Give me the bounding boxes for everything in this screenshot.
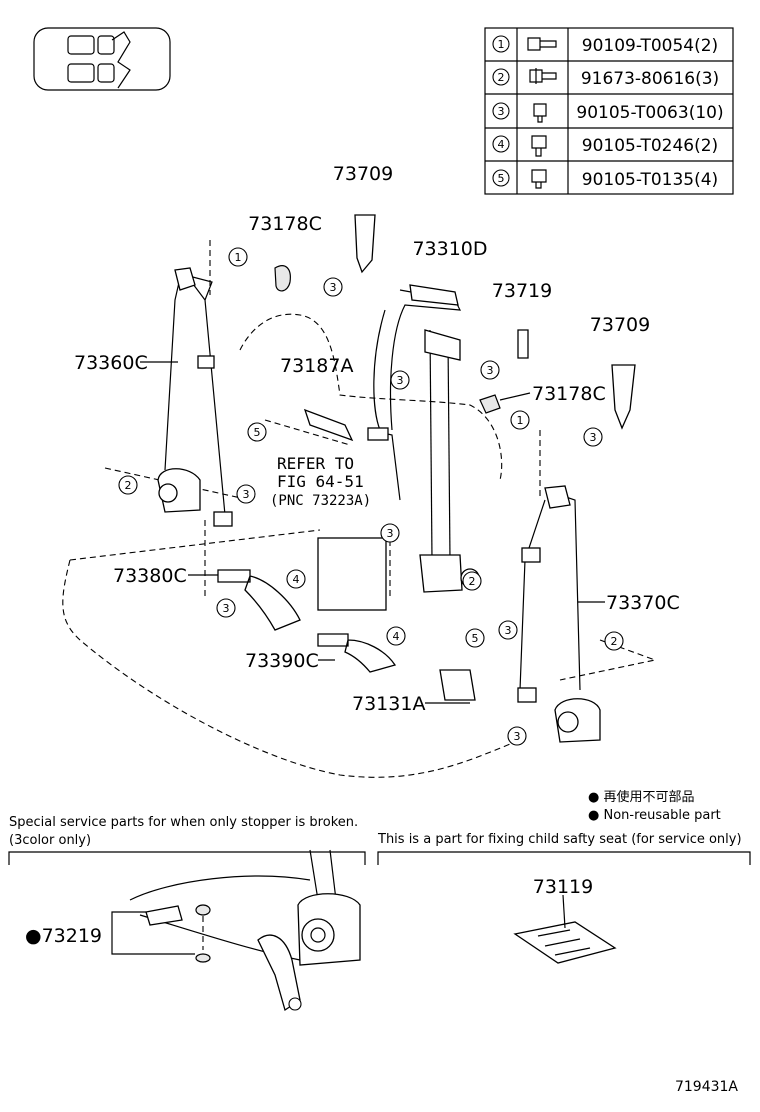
figure-id: 719431A bbox=[675, 1079, 738, 1095]
part-label-73178c: 73178C bbox=[248, 213, 322, 235]
svg-text:3: 3 bbox=[487, 364, 494, 377]
svg-text:3: 3 bbox=[514, 730, 521, 743]
legend-en: ● Non-reusable part bbox=[588, 808, 721, 823]
stopper-detail bbox=[111, 849, 361, 1012]
fastener-row: 3 90105-T0063(10) bbox=[492, 102, 724, 123]
seat-back-outline bbox=[239, 313, 503, 481]
fastener-index: 3 bbox=[498, 105, 505, 118]
svg-text:3: 3 bbox=[223, 602, 230, 615]
left-seat-belt-assembly bbox=[157, 267, 233, 527]
legend-jp: ● 再使用不可部品 bbox=[588, 789, 694, 805]
bolt-icon bbox=[529, 68, 557, 84]
svg-text:2: 2 bbox=[125, 479, 132, 492]
fastener-row: 1 90109-T0054(2) bbox=[492, 35, 718, 56]
part-label-73131a: 73131A bbox=[352, 693, 425, 715]
bolt-icon bbox=[527, 37, 557, 51]
svg-text:2: 2 bbox=[469, 575, 476, 588]
refer-box-part bbox=[317, 537, 387, 611]
bolt-icon bbox=[531, 169, 547, 189]
center-seat-belt-assembly bbox=[367, 284, 480, 593]
part-label-73390c: 73390C bbox=[245, 650, 319, 672]
part-label-73219: ●73219 bbox=[25, 925, 102, 947]
part-label-73709: 73709 bbox=[590, 314, 650, 336]
guide-line bbox=[559, 639, 657, 681]
fastener-index: 2 bbox=[498, 71, 505, 84]
section-separator bbox=[8, 851, 751, 865]
svg-text:4: 4 bbox=[393, 630, 400, 643]
svg-text:1: 1 bbox=[517, 414, 524, 427]
refer-note-line2: FIG 64-51 bbox=[277, 472, 364, 491]
fastener-index: 1 bbox=[498, 38, 505, 51]
fastener-row: 5 90105-T0135(4) bbox=[492, 169, 718, 190]
bracket-73709-top bbox=[354, 214, 376, 274]
fastener-table: 1 90109-T0054(2) 2 91673-80616(3) 3 9010… bbox=[484, 27, 734, 195]
guide-73187a bbox=[303, 408, 354, 442]
bracket-73709-right bbox=[611, 364, 636, 430]
part-label-73709: 73709 bbox=[333, 163, 393, 185]
bolt-icon bbox=[533, 103, 547, 123]
clip-73719 bbox=[517, 329, 529, 359]
fastener-part-no: 90105-T0063(10) bbox=[576, 103, 723, 123]
guide-line bbox=[264, 419, 351, 446]
callout-circles: 1 3 3 3 1 3 5 2 3 3 2 4 3 4 5 3 2 3 bbox=[118, 247, 624, 746]
svg-text:3: 3 bbox=[243, 488, 250, 501]
part-label-73178c: 73178C bbox=[532, 383, 606, 405]
note-left-line2: (3color only) bbox=[9, 833, 91, 848]
buckle-73390c bbox=[317, 633, 397, 673]
svg-text:3: 3 bbox=[387, 527, 394, 540]
fastener-part-no: 90105-T0246(2) bbox=[582, 136, 718, 156]
part-label-73360c: 73360C bbox=[74, 352, 148, 374]
fastener-part-no: 90105-T0135(4) bbox=[582, 170, 718, 190]
refer-note-line1: REFER TO bbox=[277, 454, 354, 473]
buckle-73380c bbox=[217, 569, 301, 631]
part-label-73187a: 73187A bbox=[280, 355, 353, 377]
fastener-index: 5 bbox=[498, 172, 505, 185]
vehicle-locator-icon bbox=[33, 27, 171, 91]
part-label-73310d: 73310D bbox=[412, 238, 487, 260]
fastener-part-no: 90109-T0054(2) bbox=[582, 36, 718, 56]
part-label-73380c: 73380C bbox=[113, 565, 187, 587]
svg-text:3: 3 bbox=[397, 374, 404, 387]
part-label-73719: 73719 bbox=[492, 280, 552, 302]
bracket-73131a bbox=[439, 669, 476, 701]
cover-73178c-left bbox=[274, 265, 291, 292]
fastener-row: 2 91673-80616(3) bbox=[492, 68, 719, 89]
fastener-row: 4 90105-T0246(2) bbox=[492, 135, 718, 157]
svg-text:3: 3 bbox=[590, 431, 597, 444]
fastener-part-no: 91673-80616(3) bbox=[581, 69, 719, 89]
svg-text:4: 4 bbox=[293, 573, 300, 586]
leader-lines bbox=[140, 361, 605, 704]
svg-text:3: 3 bbox=[505, 624, 512, 637]
note-right-line1: This is a part for fixing child safty se… bbox=[377, 832, 742, 847]
bolt-icon bbox=[531, 135, 547, 157]
svg-text:2: 2 bbox=[611, 635, 618, 648]
right-seat-belt-assembly bbox=[517, 485, 601, 743]
part-label-73119: 73119 bbox=[533, 876, 593, 898]
refer-note-line3: (PNC 73223A) bbox=[270, 493, 371, 509]
seat-edge-line bbox=[69, 529, 321, 561]
fastener-index: 4 bbox=[498, 138, 505, 151]
part-label-73370c: 73370C bbox=[606, 592, 680, 614]
child-seat-plate-detail bbox=[513, 894, 617, 964]
svg-text:3: 3 bbox=[330, 281, 337, 294]
svg-text:1: 1 bbox=[235, 251, 242, 264]
svg-text:5: 5 bbox=[472, 632, 479, 645]
svg-text:5: 5 bbox=[254, 426, 261, 439]
cover-73178c-right bbox=[479, 394, 501, 414]
seat-outline bbox=[62, 559, 521, 778]
note-left-line1: Special service parts for when only stop… bbox=[9, 815, 358, 830]
